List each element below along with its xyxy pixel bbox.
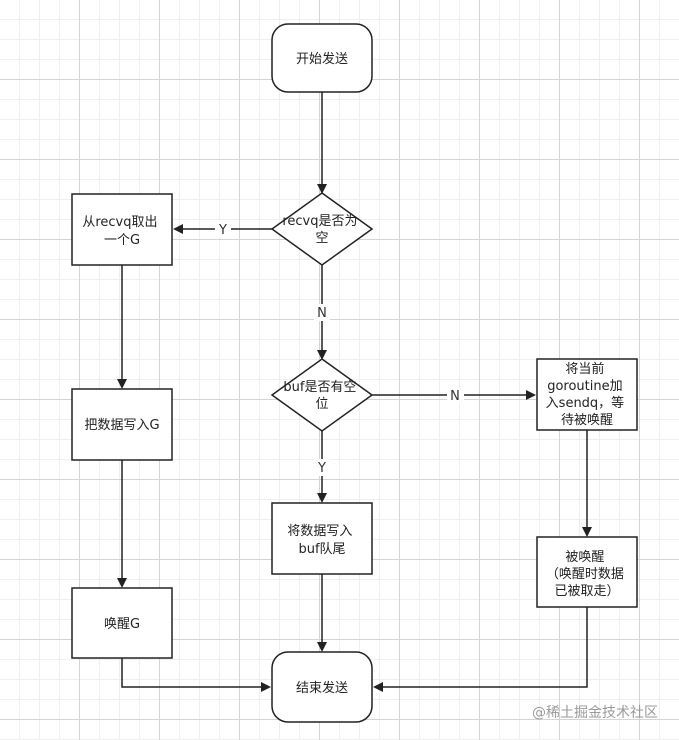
enqueue-sendq-box — [536, 358, 638, 431]
start-terminal — [271, 23, 373, 93]
woken-box — [536, 536, 638, 608]
edge-label-recvq-no: N — [317, 306, 327, 321]
edge-woken-to-end — [373, 607, 588, 692]
enqueue-sendq-label: 将当前 goroutine加 入sendq，等 待被唤醒 — [546, 361, 629, 428]
watermark: @稀土掘金技术社区 — [532, 705, 658, 721]
take-from-recvq-label: 从recvq取出 一个G — [82, 215, 161, 248]
edge-label-recvq-yes: Y — [218, 223, 227, 238]
edge-wake-to-end — [121, 658, 271, 692]
recvq-check-label: recvq是否为 空 — [282, 214, 361, 246]
write-buf-label: 将数据写入 buf队尾 — [287, 524, 356, 557]
wake-g-box — [71, 587, 173, 659]
write-to-g-box — [71, 388, 173, 461]
end-label: 结束发送 — [296, 680, 348, 696]
woken-label: 被唤醒 （唤醒时数据 已被取走） — [546, 550, 628, 599]
write-buf-box — [271, 502, 373, 575]
edge-label-buf-no: N — [450, 389, 460, 404]
write-to-g-label: 把数据写入G — [84, 418, 159, 433]
end-terminal — [271, 651, 373, 723]
start-label: 开始发送 — [296, 51, 348, 67]
recvq-check-decision — [270, 192, 374, 266]
buf-check-label: buf是否有空 位 — [283, 380, 360, 412]
buf-check-decision — [270, 358, 374, 432]
edge-label-buf-yes: Y — [317, 461, 326, 476]
wake-g-label: 唤醒G — [104, 617, 140, 632]
take-from-recvq-box — [71, 193, 173, 266]
